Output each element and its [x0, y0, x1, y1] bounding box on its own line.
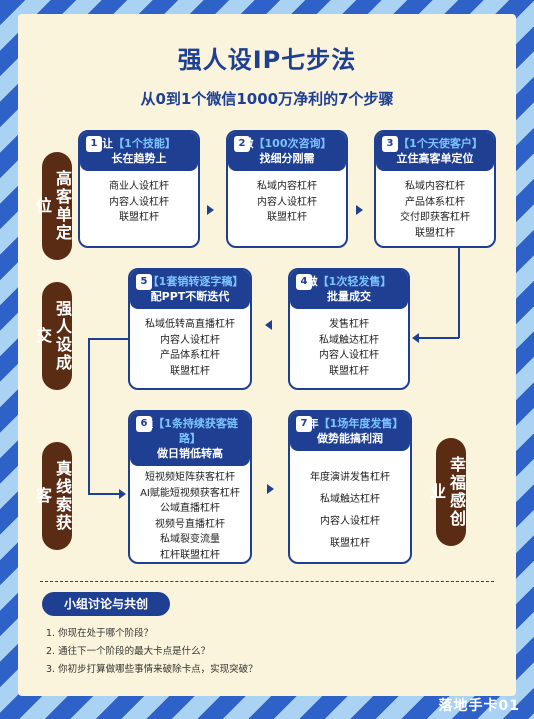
step-7-highlight: 【1场年度发售】	[318, 417, 404, 430]
step-4-item: 内容人设杠杆	[319, 350, 379, 361]
step-4-number: 4	[296, 274, 312, 290]
step-6-item: AI赋能短视频获客杠杆	[140, 487, 240, 499]
step-3-box: 3 搞【1个天使客户】 立住高客单定位 私域内容杠杆 产品体系杠杆 交付即获客杠…	[374, 130, 496, 248]
discussion-title: 小组讨论与共创	[42, 592, 170, 616]
step-3-subtitle: 立住高客单定位	[396, 152, 474, 165]
step-6-item: 私域裂变流量	[160, 534, 220, 545]
step-5-subtitle: 配PPT不断迭代	[150, 290, 230, 303]
connector-line	[418, 337, 459, 339]
step-5-item: 私域低转高直播杠杆	[145, 319, 235, 330]
connector-line	[88, 338, 90, 494]
step-7-item: 年度演讲发售杠杆	[310, 472, 390, 483]
step-5-number: 5	[136, 274, 152, 290]
main-card	[18, 14, 516, 696]
step-6-box: 6 通【1条持续获客链路】 做日销低转高 短视频矩阵获客杠杆 AI赋能短视频获客…	[128, 410, 252, 564]
connector-line	[88, 493, 120, 495]
step-1-box: 1 让【1个技能】 长在趋势上 商业人设杠杆 内容人设杠杆 联盟杠杆	[78, 130, 200, 248]
step-6-item: 短视频矩阵获客杠杆	[145, 472, 235, 483]
stage-label-high-ticket: 高客单定位	[33, 152, 72, 260]
discussion-question: 2. 通往下一个阶段的最大卡点是什么？	[46, 646, 211, 657]
step-5-item: 内容人设杠杆	[160, 334, 220, 346]
step-3-number: 3	[382, 136, 398, 152]
stage-label-persona: 强人设成交	[33, 282, 72, 390]
step-2-header: 2 做【100次咨询】 找细分刚需	[228, 132, 346, 171]
stage-label-happy: 幸福感创业	[427, 438, 466, 546]
section-divider	[40, 581, 494, 582]
step-4-box: 4 做【1次轻发售】 批量成交 发售杠杆 私域触达杠杆 内容人设杠杆 联盟杠杆	[288, 268, 410, 390]
connector-line	[88, 338, 128, 340]
step-7-item: 私域触达杠杆	[320, 494, 380, 505]
step-7-number: 7	[296, 416, 312, 432]
step-5-box: 5 磨【1套销转逐字稿】 配PPT不断迭代 私域低转高直播杠杆 内容人设杠杆 产…	[128, 268, 252, 390]
step-2-subtitle: 找细分刚需	[259, 152, 315, 165]
step-7-item: 内容人设杠杆	[320, 516, 380, 527]
step-5-item: 产品体系杠杆	[160, 350, 220, 361]
step-4-subtitle: 批量成交	[327, 290, 371, 303]
page-subtitle: 从0到1个微信1000万净利的7个步骤	[140, 90, 394, 108]
step-1-subtitle: 长在趋势上	[111, 152, 167, 165]
step-6-item: 视频号直播杠杆	[155, 518, 225, 530]
step-3-item: 私域内容杠杆	[405, 181, 465, 192]
page-title: 强人设IP七步法	[177, 46, 357, 74]
arrow-right-icon	[267, 484, 274, 494]
step-7-item: 联盟杠杆	[330, 538, 370, 549]
step-3-highlight: 【1个天使客户】	[398, 137, 483, 150]
step-1-verb: 让	[102, 137, 114, 150]
step-5-item: 联盟杠杆	[170, 365, 210, 377]
step-5-header: 5 磨【1套销转逐字稿】 配PPT不断迭代	[130, 270, 250, 309]
step-4-item: 私域触达杠杆	[319, 334, 379, 346]
arrow-right-icon	[356, 205, 363, 215]
step-5-highlight: 【1套销转逐字稿】	[147, 275, 244, 288]
step-4-item: 发售杠杆	[329, 319, 369, 330]
arrow-right-icon	[207, 205, 214, 215]
step-3-item: 产品体系杠杆	[405, 196, 465, 208]
step-1-header: 1 让【1个技能】 长在趋势上	[80, 132, 198, 171]
arrow-left-icon	[412, 333, 419, 343]
step-6-highlight: 【1条持续获客链路】	[153, 417, 238, 445]
arrow-left-icon	[265, 320, 272, 330]
step-7-subtitle: 做势能搞利润	[317, 432, 383, 445]
step-7-box: 7 每年【1场年度发售】 做势能搞利润 年度演讲发售杠杆 私域触达杠杆 内容人设…	[288, 410, 412, 564]
step-6-subtitle: 做日销低转高	[157, 447, 223, 460]
arrow-right-icon	[119, 489, 126, 499]
step-4-verb: 做	[306, 275, 318, 288]
step-2-box: 2 做【100次咨询】 找细分刚需 私域内容杠杆 内容人设杠杆 联盟杠杆	[226, 130, 348, 248]
step-4-item: 联盟杠杆	[329, 365, 369, 377]
step-3-item: 联盟杠杆	[415, 227, 455, 239]
step-1-highlight: 【1个技能】	[113, 137, 176, 150]
step-1-item: 联盟杠杆	[119, 212, 159, 223]
stage-label-leads: 真线索获客	[33, 442, 72, 550]
discussion-question: 1. 你现在处于哪个阶段？	[46, 628, 154, 639]
step-3-item: 交付即获客杠杆	[400, 212, 470, 223]
step-6-number: 6	[136, 416, 152, 432]
step-1-item: 内容人设杠杆	[109, 196, 169, 208]
step-1-item: 商业人设杠杆	[109, 181, 169, 192]
discussion-question: 3. 你初步打算做哪些事情来破除卡点，实现突破？	[46, 664, 258, 675]
step-2-item: 联盟杠杆	[267, 212, 307, 223]
step-7-header: 7 每年【1场年度发售】 做势能搞利润	[290, 412, 410, 451]
step-2-item: 内容人设杠杆	[257, 196, 317, 208]
step-3-header: 3 搞【1个天使客户】 立住高客单定位	[376, 132, 494, 171]
step-6-item: 公域直播杠杆	[160, 503, 220, 514]
step-4-highlight: 【1次轻发售】	[317, 275, 392, 288]
footer-label: 落地手卡01	[438, 698, 520, 714]
step-4-header: 4 做【1次轻发售】 批量成交	[290, 270, 408, 309]
step-2-number: 2	[234, 136, 250, 152]
step-6-item: 杠杆联盟杠杆	[160, 549, 220, 561]
step-2-highlight: 【100次咨询】	[253, 137, 332, 150]
connector-line	[458, 248, 460, 338]
step-6-header: 6 通【1条持续获客链路】 做日销低转高	[130, 412, 250, 466]
step-2-item: 私域内容杠杆	[257, 181, 317, 192]
step-1-number: 1	[86, 136, 102, 152]
